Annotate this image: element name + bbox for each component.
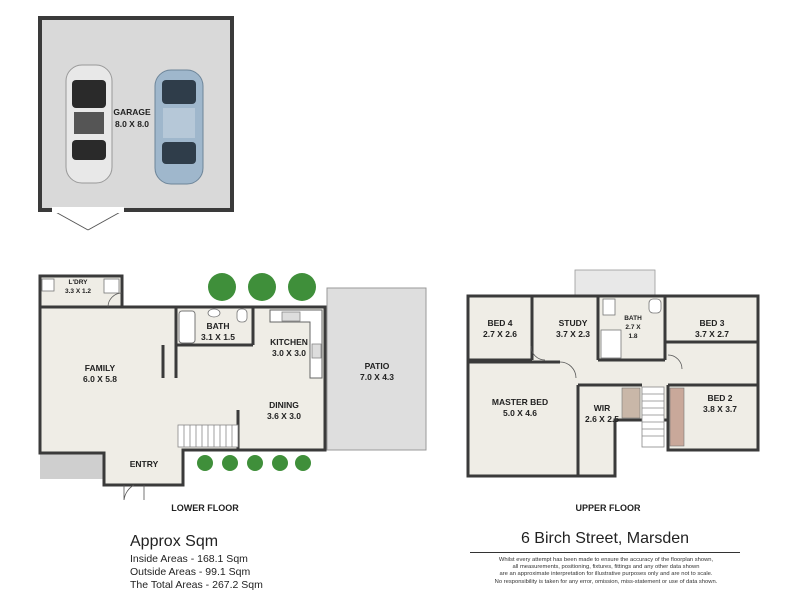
garage-door-left bbox=[51, 209, 89, 231]
laundry-door-swing bbox=[107, 292, 123, 308]
bath-upper-vanity bbox=[602, 298, 616, 316]
total-area: The Total Areas - 267.2 Sqm bbox=[130, 579, 263, 591]
patio-floor bbox=[326, 287, 427, 451]
area-summary-title: Approx Sqm bbox=[130, 533, 219, 550]
lower-stairs bbox=[177, 424, 239, 448]
bed4-dims: 2.7 X 2.6 bbox=[483, 329, 517, 339]
laundry-dims: 3.3 X 1.2 bbox=[65, 288, 91, 295]
garage-name: GARAGE bbox=[113, 107, 151, 117]
kitchen-cooktop bbox=[311, 343, 322, 359]
bath-lower-dims: 3.1 X 1.5 bbox=[201, 332, 235, 342]
property-address: 6 Birch Street, Marsden bbox=[520, 530, 690, 547]
bath-upper-dims-2: 1.8 bbox=[628, 333, 637, 340]
garden-trees-bottom bbox=[197, 455, 311, 471]
bed3-name: BED 3 bbox=[699, 318, 724, 328]
disclaimer-line: are an approximate interpretation for il… bbox=[499, 571, 713, 578]
bed2-wardrobe bbox=[669, 387, 685, 447]
laundry-washer bbox=[103, 278, 120, 294]
kitchen-name: KITCHEN bbox=[270, 337, 308, 347]
entry-name: ENTRY bbox=[130, 459, 159, 469]
family-name: FAMILY bbox=[85, 363, 116, 373]
garden-trees-top bbox=[208, 273, 316, 301]
car-blue bbox=[154, 69, 204, 185]
disclaimer-line: No responsibility is taken for any error… bbox=[494, 578, 718, 585]
bath-basin bbox=[207, 308, 221, 318]
bed3-dims: 3.7 X 2.7 bbox=[695, 329, 729, 339]
master-name: MASTER BED bbox=[492, 397, 548, 407]
wir-name: WIR bbox=[594, 403, 611, 413]
kitchen-dims: 3.0 X 3.0 bbox=[272, 348, 306, 358]
study-name: STUDY bbox=[559, 318, 588, 328]
bed2-name: BED 2 bbox=[707, 393, 732, 403]
upper-floor-label: UPPER FLOOR bbox=[575, 503, 641, 513]
upper-stair-void bbox=[574, 269, 656, 297]
car-white bbox=[65, 64, 113, 184]
disclaimer-line: Whilst every attempt has been made to en… bbox=[498, 557, 714, 563]
disclaimer: Whilst every attempt has been made to en… bbox=[466, 557, 746, 586]
bed4-name: BED 4 bbox=[487, 318, 512, 328]
bath-upper-dims-1: 2.7 X bbox=[625, 324, 641, 331]
garage: GARAGE 8.0 X 8.0 bbox=[38, 16, 234, 231]
upper-stairs bbox=[641, 386, 665, 448]
bed2-dims: 3.8 X 3.7 bbox=[703, 404, 737, 414]
bath-upper-toilet bbox=[648, 298, 662, 314]
inside-area: Inside Areas - 168.1 Sqm bbox=[130, 553, 248, 565]
lower-floor: L'DRY 3.3 X 1.2 BATH 3.1 X 1.5 KITCHEN 3… bbox=[38, 273, 427, 513]
laundry-tub bbox=[41, 278, 55, 292]
bed2-door-swing bbox=[667, 354, 683, 370]
laundry-name: L'DRY bbox=[69, 279, 89, 286]
bath-upper-shower bbox=[600, 329, 622, 359]
area-summary: Inside Areas - 168.1 Sqm Outside Areas -… bbox=[130, 553, 263, 592]
master-door-swing bbox=[559, 361, 577, 379]
bath-lower-name: BATH bbox=[207, 321, 230, 331]
family-dims: 6.0 X 5.8 bbox=[83, 374, 117, 384]
dining-name: DINING bbox=[269, 400, 299, 410]
dining-dims: 3.6 X 3.0 bbox=[267, 411, 301, 421]
bath-upper-name: BATH bbox=[624, 315, 642, 322]
entry-landing bbox=[40, 453, 104, 479]
wir-wardrobe bbox=[621, 387, 641, 419]
garage-door-opening bbox=[52, 207, 124, 213]
patio-name: PATIO bbox=[365, 361, 390, 371]
patio-dims: 7.0 X 4.3 bbox=[360, 372, 394, 382]
master-dims: 5.0 X 4.6 bbox=[503, 408, 537, 418]
upper-floor: BED 4 2.7 X 2.6 STUDY 3.7 X 2.3 BATH 2.7… bbox=[466, 269, 760, 513]
bath-tub bbox=[178, 310, 196, 344]
kitchen-sink bbox=[281, 311, 301, 322]
study-door-swing bbox=[530, 345, 546, 361]
garage-dims: 8.0 X 8.0 bbox=[115, 119, 149, 129]
disclaimer-line: all measurements, positioning, fixtures,… bbox=[512, 564, 700, 571]
address-divider bbox=[470, 552, 740, 553]
wir-dims: 2.6 X 2.5 bbox=[585, 414, 619, 424]
outside-area: Outside Areas - 99.1 Sqm bbox=[130, 566, 251, 578]
lower-floor-label: LOWER FLOOR bbox=[171, 503, 239, 513]
study-dims: 3.7 X 2.3 bbox=[556, 329, 590, 339]
entry-door-swing bbox=[123, 484, 145, 501]
garage-door-right bbox=[87, 209, 125, 231]
bath-toilet bbox=[236, 308, 248, 323]
